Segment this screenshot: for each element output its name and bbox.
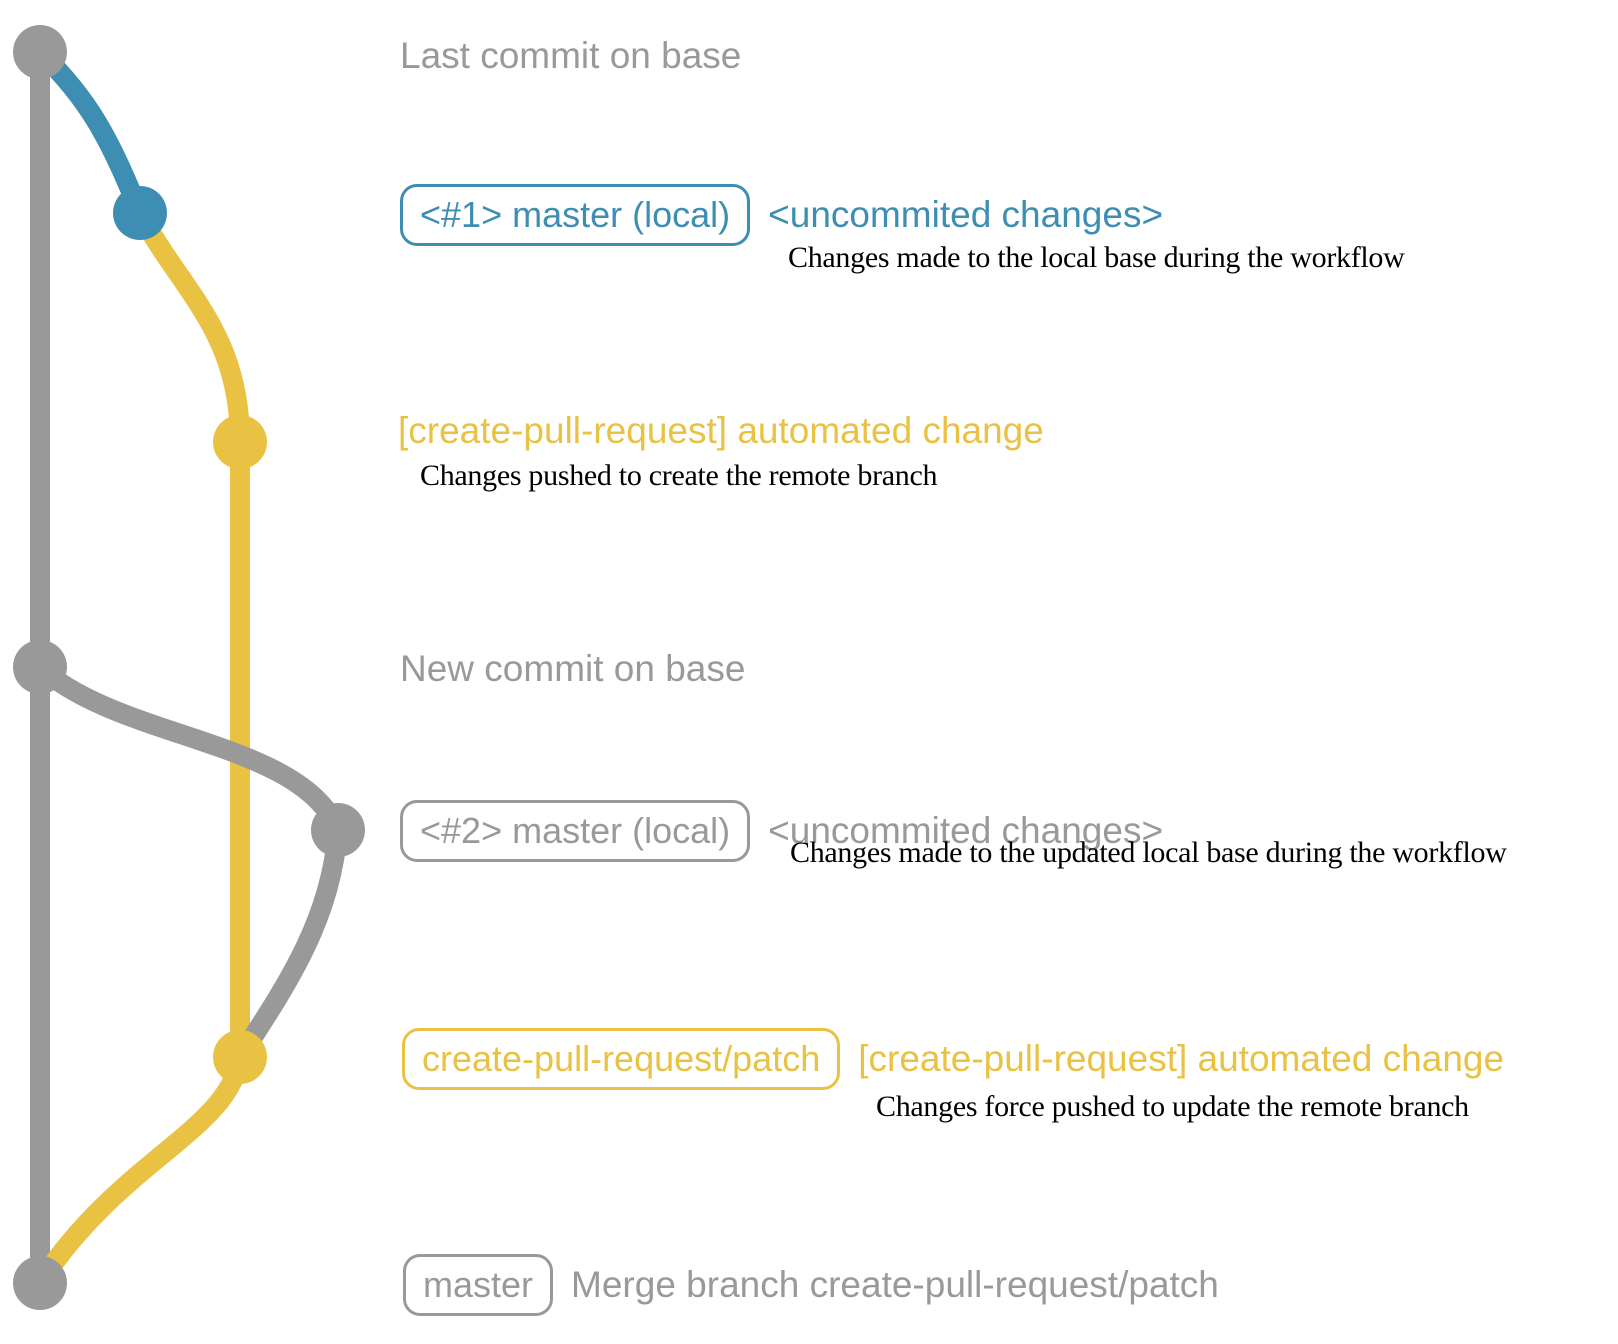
- row-patch-branch: create-pull-request/patch [create-pull-r…: [402, 1028, 1504, 1090]
- label-new-commit-on-base: New commit on base: [400, 648, 746, 689]
- commit-dot-uncommitted-changes-1: [113, 186, 167, 240]
- description-automated-1: Changes pushed to create the remote bran…: [420, 459, 938, 492]
- master-update-curve: [33, 659, 348, 835]
- description-automated-2: Changes force pushed to update the remot…: [876, 1090, 1469, 1123]
- label-last-commit-on-base: Last commit on base: [400, 35, 742, 76]
- commit-message-uncommitted-2: <uncommited changes>: [768, 810, 1164, 851]
- patch-branch-curve-from-master: [131, 208, 250, 443]
- description-uncommitted-1: Changes made to the local base during th…: [788, 241, 1405, 274]
- commit-dot-new-commit-on-base: [13, 640, 67, 694]
- row-master-local-2: <#2> master (local) <uncommited changes>: [400, 800, 1163, 862]
- commit-message-uncommitted-1: <uncommited changes>: [768, 194, 1164, 235]
- master-local-curve: [33, 44, 150, 217]
- commit-message-merge: Merge branch create-pull-request/patch: [571, 1264, 1219, 1305]
- branch-tag-master-local-1: <#1> master (local): [400, 184, 751, 246]
- row-master-local-1: <#1> master (local) <uncommited changes>: [400, 184, 1163, 246]
- row-merge: master Merge branch create-pull-request/…: [403, 1254, 1219, 1316]
- commit-dot-automated-change-1: [213, 415, 267, 469]
- commit-dot-automated-change-2: [213, 1030, 267, 1084]
- commit-dot-last-commit-on-base: [13, 25, 67, 79]
- branch-tag-master: master: [403, 1254, 554, 1316]
- branch-tag-master-local-2: <#2> master (local): [400, 800, 751, 862]
- master-to-patch-curve: [231, 829, 348, 1063]
- commit-message-automated-2: [create-pull-request] automated change: [858, 1038, 1505, 1079]
- commit-message-automated-1: [create-pull-request] automated change: [398, 410, 1044, 451]
- commit-dot-merge-commit: [13, 1256, 67, 1310]
- patch-merge-curve: [31, 1055, 250, 1289]
- description-uncommitted-2: Changes made to the updated local base d…: [790, 836, 1507, 869]
- git-graph: [13, 25, 365, 1310]
- commit-dot-uncommitted-changes-2: [311, 803, 365, 857]
- branch-tag-create-pull-request-patch: create-pull-request/patch: [402, 1028, 841, 1090]
